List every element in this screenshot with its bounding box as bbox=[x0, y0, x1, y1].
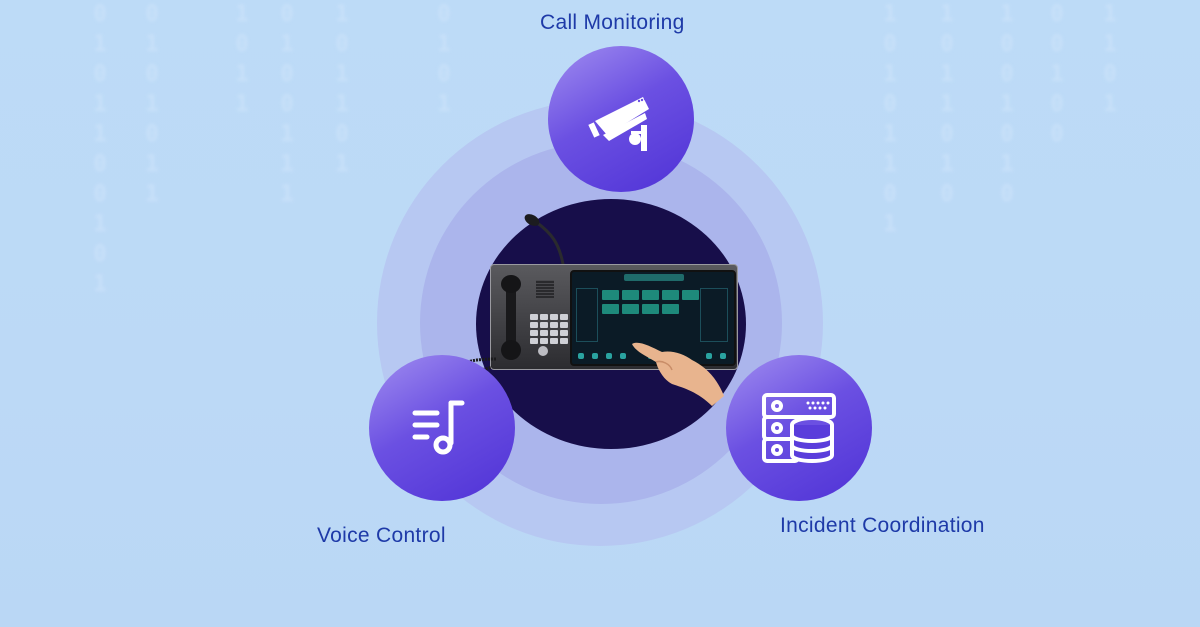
touchscreen[interactable] bbox=[570, 270, 736, 366]
screen-left-panel bbox=[576, 288, 598, 342]
binary-digit-column: 0101100101 bbox=[93, 2, 107, 297]
incident-coordination-button[interactable] bbox=[726, 355, 872, 501]
pointing-hand-icon bbox=[632, 342, 724, 406]
binary-digit-column: 0101 bbox=[437, 2, 451, 117]
cctv-camera-icon bbox=[588, 97, 649, 151]
voice-control-button[interactable] bbox=[369, 355, 515, 501]
dispatch-console bbox=[490, 264, 738, 370]
binary-digit-column: 10101101 bbox=[883, 2, 897, 237]
screen-right-panel bbox=[700, 288, 728, 342]
binary-digit-column: 00100 bbox=[1050, 2, 1064, 147]
screen-title-bar bbox=[624, 274, 684, 281]
call-monitoring-button[interactable] bbox=[548, 46, 694, 192]
binary-digit-column: 1011010 bbox=[940, 2, 954, 207]
binary-digit-column: 0100111 bbox=[280, 2, 294, 207]
binary-digit-column: 1101 bbox=[1103, 2, 1117, 117]
power-button[interactable] bbox=[538, 346, 548, 356]
server-database-icon bbox=[762, 393, 836, 463]
keypad[interactable] bbox=[530, 314, 568, 344]
binary-digit-column: 1011 bbox=[235, 2, 249, 117]
binary-digit-column: 1001010 bbox=[1000, 2, 1014, 207]
music-playlist-icon bbox=[412, 400, 465, 455]
speaker-grille bbox=[536, 280, 554, 298]
binary-digit-column: 0101011 bbox=[145, 2, 159, 207]
incident-coordination-label: Incident Coordination bbox=[780, 514, 985, 537]
binary-digit-column: 101101 bbox=[335, 2, 349, 177]
telephone-handset-icon bbox=[501, 275, 521, 360]
voice-control-label: Voice Control bbox=[317, 524, 446, 547]
call-monitoring-label: Call Monitoring bbox=[540, 11, 685, 34]
